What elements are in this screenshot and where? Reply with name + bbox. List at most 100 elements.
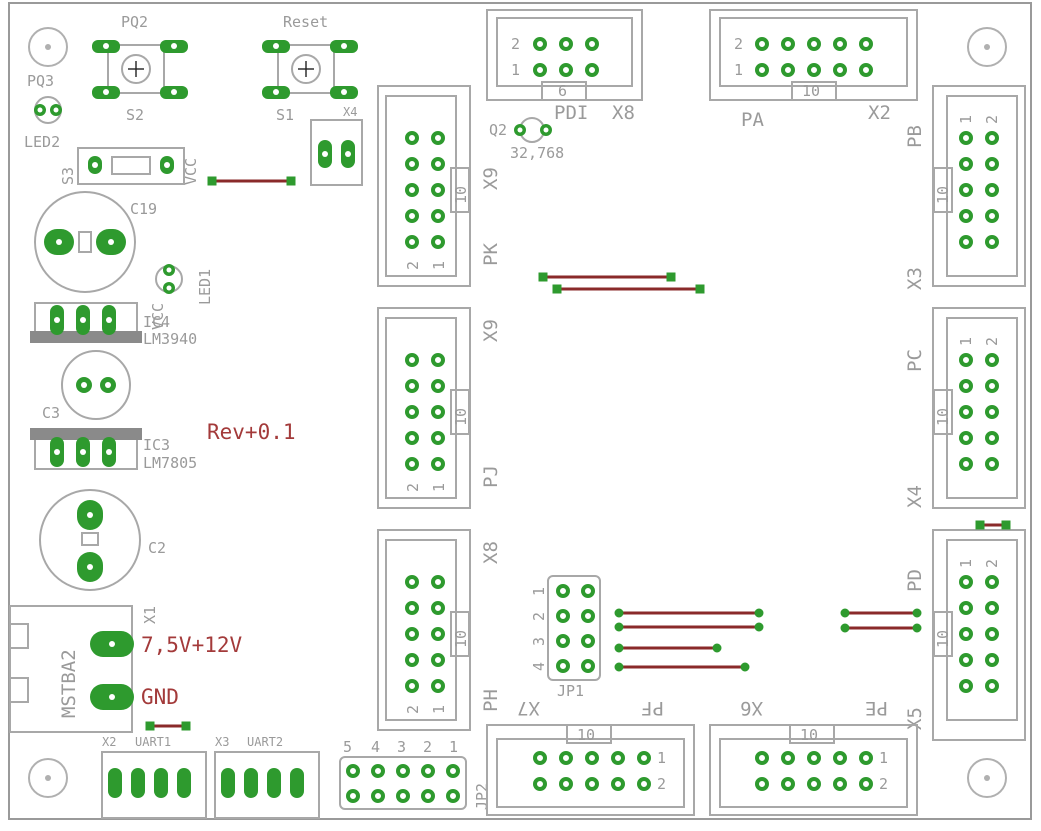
label-c2: C2	[148, 539, 166, 557]
pe-pin-1: 1	[879, 749, 888, 767]
label-pdi: PDI	[554, 102, 588, 124]
header-x3-pb	[932, 85, 1026, 287]
header-x5-pd	[932, 529, 1026, 741]
label-pf: PF	[641, 697, 664, 719]
label-x2-uart: X2	[102, 735, 116, 749]
label-x6-pe: X6	[740, 697, 763, 719]
label-reset: Reset	[283, 13, 328, 31]
label-jp1: JP1	[557, 682, 584, 700]
button-s2	[92, 40, 188, 99]
connector-x1-power	[9, 605, 134, 733]
label-pe: PE	[865, 697, 888, 719]
x9-pk-pin-count: 10	[452, 186, 470, 204]
pj-pin-2: 2	[404, 483, 422, 492]
header-x7-pf	[486, 724, 695, 816]
label-uart1: UART1	[135, 735, 171, 749]
pj-pin-1: 1	[430, 483, 448, 492]
connector-uart1	[101, 751, 207, 819]
connector-uart2	[214, 751, 320, 819]
pd-pin-2: 2	[983, 559, 1001, 568]
label-x9-pj: X9	[480, 319, 502, 342]
label-s2: S2	[126, 106, 144, 124]
jp2-pin-3: 3	[397, 738, 406, 756]
label-pb: PB	[904, 125, 926, 148]
label-q2: Q2	[489, 121, 507, 139]
label-x8-pdi: X8	[612, 102, 635, 124]
crystal-q2	[514, 117, 552, 143]
label-pc: PC	[904, 349, 926, 372]
label-s3: S3	[59, 167, 77, 185]
ph-pin-2: 2	[404, 705, 422, 714]
header-x9-pj	[377, 307, 471, 509]
mounting-hole-top-right	[967, 27, 1007, 67]
header-x8-pdi	[486, 9, 643, 101]
led-led2	[34, 96, 62, 124]
x8-ph-pin-count: 10	[452, 630, 470, 648]
mounting-hole-bottom-right	[967, 758, 1007, 798]
label-uart2: UART2	[247, 735, 283, 749]
mounting-hole-bottom-left	[28, 758, 68, 798]
label-lm3940: LM3940	[143, 330, 197, 348]
label-x2-pa: X2	[868, 102, 891, 124]
jp2-pin-2: 2	[423, 738, 432, 756]
pb-pin-2: 2	[983, 115, 1001, 124]
label-pq2: PQ2	[121, 13, 148, 31]
capacitor-c2	[39, 489, 141, 591]
jp1-pin-2: 2	[530, 612, 548, 621]
label-x9-pk: X9	[480, 167, 502, 190]
header-x2-pa	[709, 9, 918, 101]
jumper-jp1	[547, 575, 601, 681]
ph-pin-1: 1	[430, 705, 448, 714]
header-x6-pe	[709, 724, 918, 816]
pc-pin-1: 1	[957, 337, 975, 346]
x2-pin-count: 10	[802, 82, 820, 100]
x8-pin-2: 2	[511, 35, 520, 53]
board-outline	[8, 2, 1032, 820]
label-crystal: 32,768	[510, 144, 564, 162]
pk-pin-1: 1	[430, 261, 448, 270]
wire-jumpers	[145, 176, 1011, 731]
regulator-ic4	[30, 302, 142, 343]
x8-pin-count: 6	[558, 82, 567, 100]
x2-pin-2: 2	[734, 35, 743, 53]
label-lm7805: LM7805	[143, 454, 197, 472]
label-x3-uart: X3	[215, 735, 229, 749]
label-c3: C3	[42, 404, 60, 422]
mounting-hole-top-left	[28, 27, 68, 67]
label-pd: PD	[904, 569, 926, 592]
label-x3-pb: X3	[904, 267, 926, 290]
switch-s3	[77, 147, 185, 185]
label-vcc-led: VCC	[149, 303, 167, 330]
pk-pin-2: 2	[404, 261, 422, 270]
label-supply: 7,5V+12V	[141, 633, 243, 657]
pf-pin-1: 1	[657, 749, 666, 767]
jp2-pin-5: 5	[343, 738, 352, 756]
label-vcc-s3: VCC	[182, 158, 200, 185]
label-x1: X1	[141, 606, 159, 624]
label-x4-pc: X4	[904, 485, 926, 508]
jp2-pin-1: 1	[449, 738, 458, 756]
jp1-pin-4: 4	[530, 662, 548, 671]
label-s1: S1	[276, 106, 294, 124]
label-ic4: IC4	[143, 313, 170, 331]
pd-pin-1: 1	[957, 559, 975, 568]
label-x8-ph: X8	[480, 541, 502, 564]
label-led2: LED2	[24, 133, 60, 151]
label-led1: LED1	[196, 269, 214, 305]
label-c19: C19	[130, 200, 157, 218]
pe-pin-2: 2	[879, 775, 888, 793]
pc-pin-2: 2	[983, 337, 1001, 346]
x8-pin-1: 1	[511, 61, 520, 79]
x3-pb-pin-count: 10	[934, 186, 952, 204]
x6-pe-pin-count: 10	[800, 726, 818, 744]
label-pq3: PQ3	[27, 72, 54, 90]
label-gnd: GND	[141, 685, 179, 709]
label-x5-pd: X5	[904, 707, 926, 730]
label-ph: PH	[480, 689, 502, 712]
regulator-ic3	[30, 428, 142, 470]
connector-x4	[310, 119, 363, 186]
label-pj: PJ	[480, 465, 502, 488]
jumper-jp2	[339, 756, 467, 810]
label-jp2: JP2	[473, 783, 491, 810]
